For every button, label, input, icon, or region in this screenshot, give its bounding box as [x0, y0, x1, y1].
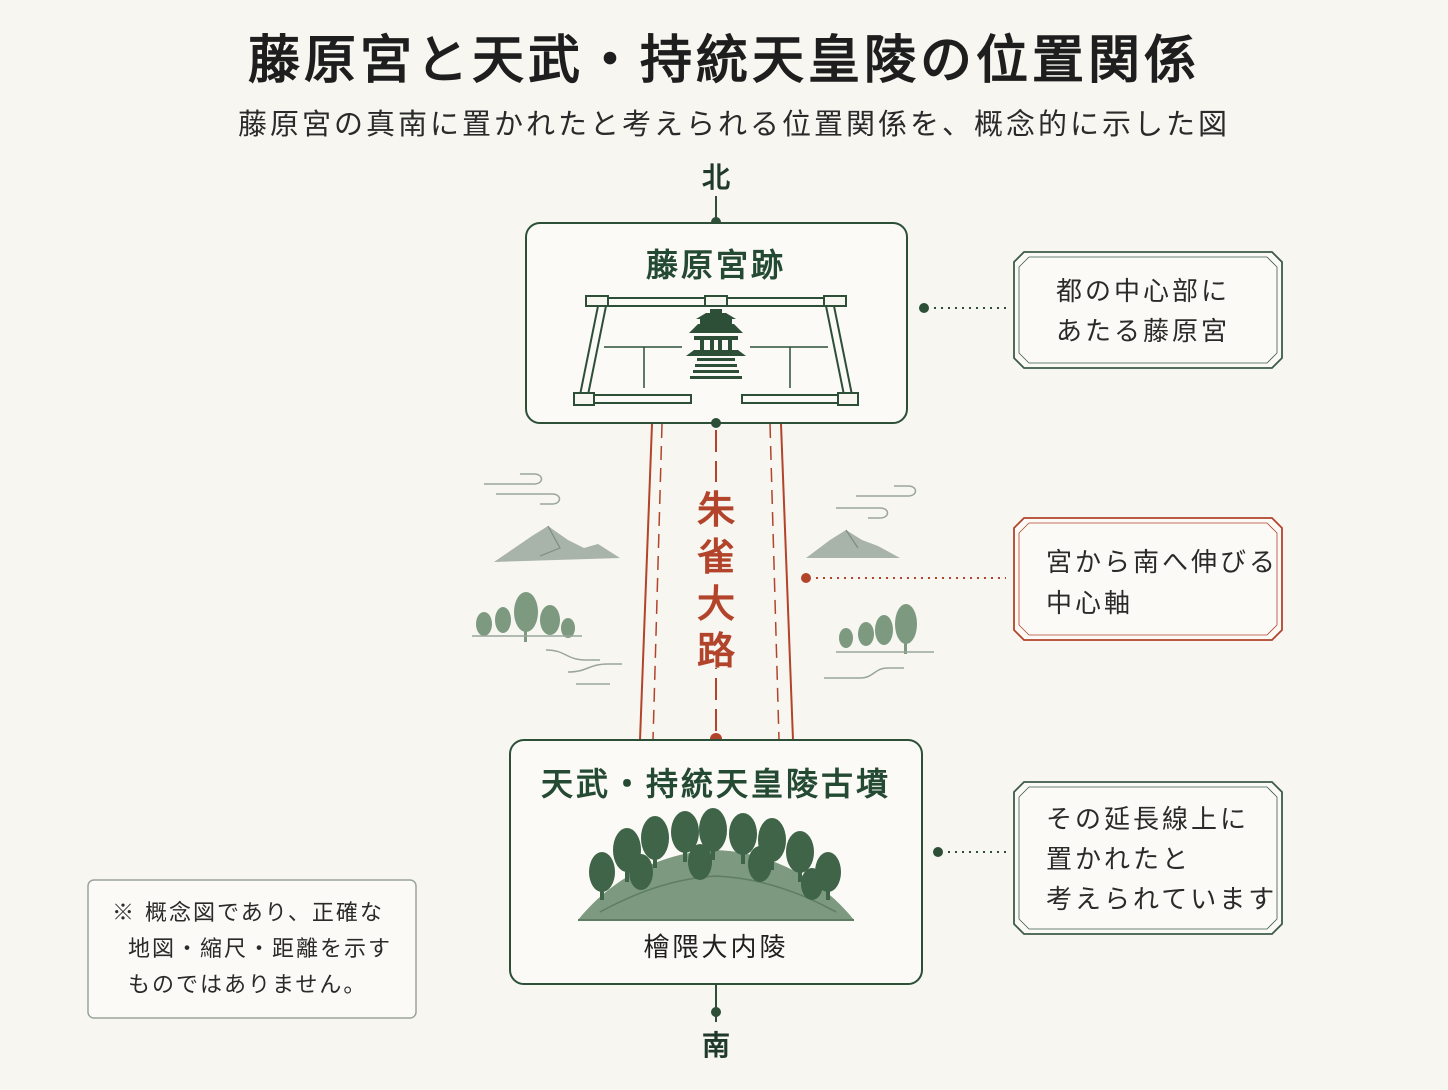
stream-icon	[824, 667, 904, 679]
note-road-line-2: 中心軸	[1046, 589, 1133, 619]
trees-icon	[839, 604, 917, 654]
road-label-char-3: 大	[697, 581, 735, 626]
trees-icon	[476, 592, 575, 642]
road-right-edge	[780, 423, 794, 741]
disclaimer-line-2: 地図・縮尺・距離を示す	[128, 937, 392, 962]
south-label: 南	[702, 1029, 730, 1062]
palace-plan-icon	[573, 295, 859, 406]
note-tomb: その延長線上に 置かれたと 考えられています	[933, 781, 1283, 935]
road-label-backdrop	[694, 482, 738, 668]
note-frame	[1013, 517, 1283, 641]
note-tomb-line-3: 考えられています	[1046, 885, 1277, 915]
cloud-icon	[836, 485, 917, 519]
daigokuden-hall-icon	[686, 309, 746, 379]
connector-dot	[933, 847, 943, 857]
road-left-edge	[639, 423, 653, 741]
south-axis-dot	[711, 1007, 721, 1017]
right-landscape-illustration	[806, 485, 934, 679]
note-road: 宮から南へ伸びる 中心軸	[801, 517, 1283, 641]
stream-icon	[545, 649, 622, 685]
connector-dot	[919, 303, 929, 313]
note-palace: 都の中心部に あたる藤原宮	[919, 251, 1283, 369]
road-label-char-4: 路	[697, 628, 736, 673]
tomb-mound-icon	[578, 808, 854, 921]
note-frame	[1013, 781, 1283, 935]
note-frame	[1013, 251, 1283, 369]
left-landscape-illustration	[472, 473, 622, 685]
disclaimer-line-1: ※ 概念図であり、正確な	[112, 901, 384, 926]
note-tomb-line-1: その延長線上に	[1046, 805, 1249, 835]
cloud-icon	[484, 473, 561, 505]
road-left-dash	[652, 423, 663, 741]
page-title: 藤原宮と天武・持統天皇陵の位置関係	[248, 30, 1200, 91]
tomb-title: 天武・持統天皇陵古墳	[541, 765, 891, 803]
disclaimer-box: ※ 概念図であり、正確な 地図・縮尺・距離を示す ものではありません。	[87, 879, 417, 1019]
road-right-dash	[769, 423, 780, 741]
note-tomb-line-2: 置かれたと	[1046, 845, 1191, 875]
palace-box: 藤原宮跡	[525, 222, 908, 428]
road-label-char-2: 雀	[697, 534, 735, 579]
note-palace-line-2: あたる藤原宮	[1056, 317, 1230, 347]
note-road-line-1: 宮から南へ伸びる	[1046, 548, 1278, 578]
disclaimer-line-3: ものではありません。	[128, 973, 367, 998]
note-palace-line-1: 都の中心部に	[1056, 277, 1230, 307]
page-subtitle: 藤原宮の真南に置かれたと考えられる位置関係を、概念的に示した図	[238, 107, 1230, 141]
connector-dot	[801, 573, 811, 583]
tomb-caption: 檜隈大内陵	[643, 933, 788, 963]
north-label: 北	[702, 161, 730, 194]
mountain-icon	[494, 525, 620, 562]
palace-title: 藤原宮跡	[646, 246, 786, 284]
tomb-box: 天武・持統天皇陵古墳 檜隈大内陵	[509, 733, 923, 1022]
mountain-icon	[806, 529, 900, 558]
palace-south-dot	[711, 418, 721, 428]
disclaimer-frame	[87, 879, 417, 1019]
road-label-char-1: 朱	[697, 487, 735, 532]
suzaku-road: 朱 雀 大 路	[639, 423, 794, 741]
